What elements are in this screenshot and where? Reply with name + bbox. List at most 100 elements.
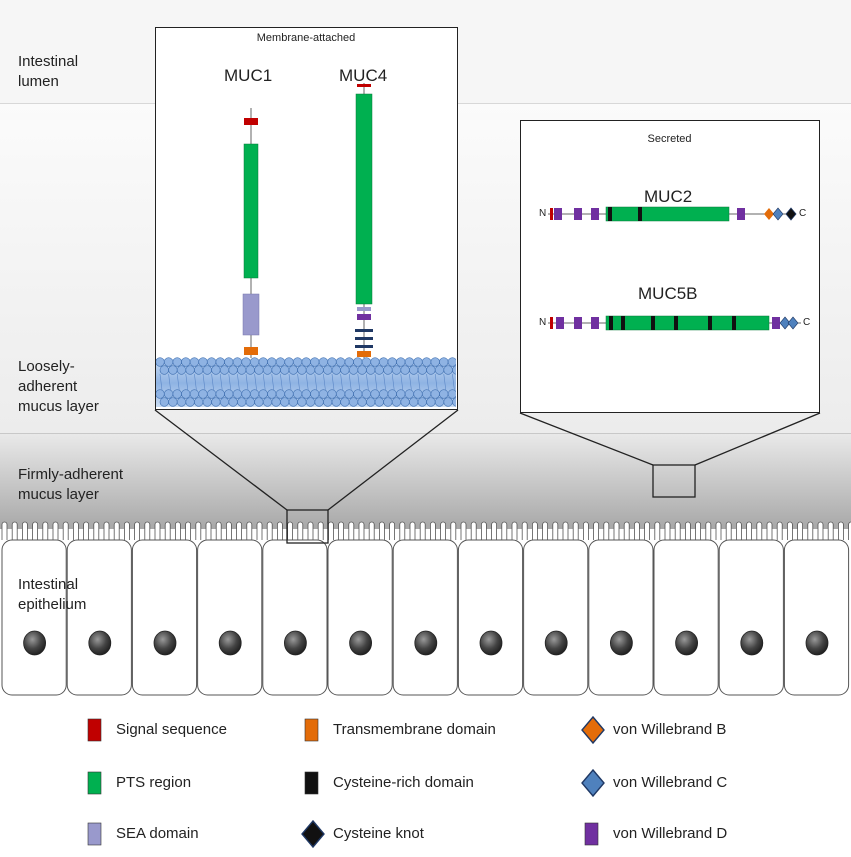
lipid-head [452, 397, 456, 407]
muc4-label: MUC4 [339, 66, 388, 85]
lipid-head [176, 365, 187, 375]
lipid-head [434, 365, 445, 375]
muc4-egf-2 [355, 337, 373, 340]
lipid-tail [383, 373, 386, 391]
lipid-head [409, 397, 419, 407]
muc2-vwd-1 [554, 208, 562, 220]
secreted-mucins-drawing [548, 206, 801, 331]
lipid-head [206, 357, 217, 367]
lipid-tail [323, 373, 326, 391]
legend-swatch-von-willebrand-c [581, 768, 605, 798]
lipid-tail [443, 373, 447, 391]
lipid-head [370, 389, 380, 399]
legend-swatch-sea-domain [87, 822, 102, 846]
lipid-head [254, 365, 264, 375]
muc5b-pts-region [605, 315, 770, 331]
lipid-tail [159, 373, 163, 391]
lipid-head [185, 365, 195, 375]
lipid-head [156, 389, 165, 399]
lipid-head [344, 357, 354, 367]
lipid-head [271, 397, 281, 407]
muc5b-cys-4 [674, 316, 678, 330]
lipid-tail [305, 373, 309, 391]
lipid-head [400, 397, 410, 407]
muc1-label: MUC1 [224, 66, 273, 85]
lipid-head [284, 389, 294, 399]
lipid-head [228, 397, 238, 407]
legend-label-cysteine-rich-domain: Cysteine-rich domain [333, 774, 474, 791]
lipid-head [202, 365, 212, 375]
lipid-head [198, 357, 208, 367]
muc2-vwd-2 [574, 208, 582, 220]
lipid-head [305, 365, 316, 375]
lipid-head [417, 397, 427, 407]
lipid-tail [331, 373, 335, 391]
lipid-head [413, 357, 423, 367]
muc5b-cys-2 [621, 316, 625, 330]
lipid-head [262, 365, 273, 375]
lipid-head [198, 389, 208, 399]
muc4-vwd-domain [357, 314, 371, 320]
lipid-head [284, 357, 294, 367]
lipid-head [366, 397, 376, 407]
muc5b-cys-3 [651, 316, 655, 330]
lipid-tail [297, 373, 300, 391]
lipid-head [447, 357, 456, 367]
lipid-tail [245, 373, 249, 391]
lipid-head [439, 389, 449, 399]
lipid-tail [176, 373, 180, 391]
secreted-box: Secreted MUC2 MUC5B N C N C [520, 120, 820, 413]
lipid-head [267, 357, 277, 367]
lipid-head [327, 389, 337, 399]
muc5b-cys-6 [732, 316, 736, 330]
muc5b-cys-5 [708, 316, 712, 330]
legend-swatch-pts-region [87, 771, 102, 795]
lipid-tail [340, 373, 343, 391]
muc5b-cys-1 [609, 316, 613, 330]
lipid-head [426, 365, 436, 375]
lipid-head [249, 357, 260, 367]
muc2-vwc [772, 207, 784, 221]
cell-nucleus [610, 630, 633, 656]
lipid-head [331, 397, 341, 407]
lipid-head [452, 365, 456, 375]
legend-label-von-willebrand-d: von Willebrand D [613, 825, 728, 842]
lipid-tail [168, 373, 171, 391]
lipid-tail [357, 373, 361, 391]
muc1-signal-sequence [244, 118, 258, 125]
legend-label-pts-region: PTS region [116, 774, 192, 791]
epithelial-cell [1, 539, 67, 696]
lipid-head [206, 389, 217, 399]
lipid-head [241, 389, 251, 399]
lipid-head [379, 357, 389, 367]
lipid-head [434, 397, 445, 407]
lipid-head [215, 357, 225, 367]
muc1-sea-domain [242, 293, 260, 336]
lipid-tail [348, 373, 352, 391]
lipid-head [314, 397, 324, 407]
muc5b-vwc-2 [787, 316, 799, 330]
lipid-bilayer [156, 357, 456, 407]
muc4-signal-sequence [357, 84, 371, 87]
lipid-head [176, 397, 187, 407]
lipid-head [348, 397, 359, 407]
lipid-head [310, 357, 320, 367]
lipid-head [310, 389, 320, 399]
legend-swatch-cysteine-knot [301, 819, 325, 849]
loose-layer-label: Loosely- adherent mucus layer [18, 358, 99, 415]
lipid-head [336, 389, 346, 399]
legend [87, 715, 605, 849]
muc4-pts-region [355, 93, 373, 305]
lipid-head [164, 357, 174, 367]
lipid-head [232, 389, 242, 399]
lipid-head [374, 365, 384, 375]
epithelial-cells [0, 539, 851, 696]
muc2-vwb [764, 208, 774, 220]
lipid-head [156, 357, 165, 367]
epithelial-cell [392, 539, 458, 696]
lipid-tail [426, 373, 429, 391]
muc5b-n-terminus: N [539, 317, 547, 328]
lipid-head [447, 389, 456, 399]
epithelial-cell [197, 539, 263, 696]
